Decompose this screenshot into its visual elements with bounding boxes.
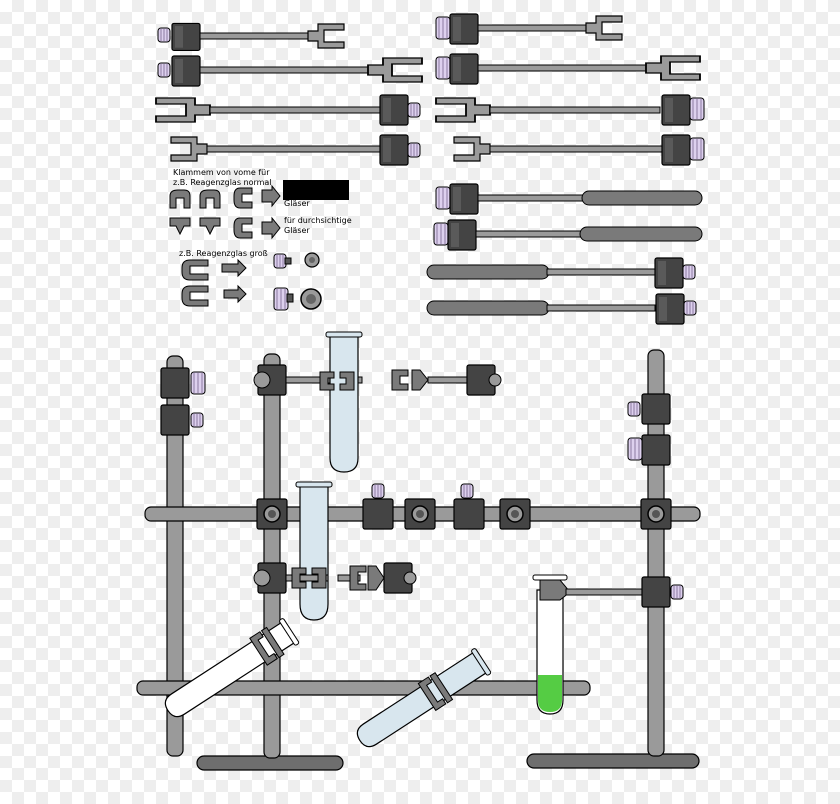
rod-clamp-2	[433, 219, 703, 251]
thumbscrew-large	[273, 287, 294, 311]
fork-clamp-small-2	[435, 13, 623, 45]
test-tube-upper	[325, 331, 363, 473]
stand-base-right	[526, 753, 700, 769]
fork-clamp-left-3	[435, 94, 705, 126]
rod-clamp-3	[426, 257, 696, 289]
rod-clamp-4	[426, 293, 697, 325]
tube-clamp-detached-1	[391, 364, 502, 396]
test-tube-tilted-white	[164, 618, 300, 718]
tube-clamp-detached-2	[337, 562, 417, 594]
rod-right-clamps	[627, 393, 671, 466]
large-tube-title: z.B. Reagenzglas groß	[179, 249, 268, 258]
thumbscrew-small	[273, 253, 292, 269]
test-tube-green	[532, 574, 568, 715]
fork-clamp-small-1	[157, 22, 345, 52]
tube-clamp-upper-jaws	[319, 371, 355, 391]
ring-nut-large	[300, 288, 322, 310]
fork-clamp-left-1	[155, 94, 421, 126]
fork-clamp-left-2	[170, 134, 421, 166]
front-clamps-title-line1: Klammem von vome für	[173, 168, 270, 177]
transparent-glass-label-line2: Gläser	[284, 226, 310, 235]
opaque-glass-label-line1: ...ige	[328, 188, 348, 197]
tube-clamp-right	[539, 576, 684, 608]
fork-clamp-left-4	[453, 134, 705, 166]
boss-head-far	[499, 498, 531, 530]
boss-head-right	[640, 498, 672, 530]
rod-left-clamps	[160, 367, 206, 436]
crossbar-clamps	[362, 483, 485, 530]
ring-nut-small	[304, 252, 320, 268]
front-clamps-title-line2: z.B. Reagenzglas normal	[173, 178, 272, 187]
redaction-box	[283, 180, 349, 200]
test-tube-middle	[295, 481, 333, 621]
crossbar-lower	[136, 680, 591, 696]
tube-clamp-lower	[253, 562, 329, 594]
boss-head-center	[404, 498, 436, 530]
opaque-glass-label-line2: Gläser	[284, 199, 310, 208]
jaw-pieces-normal	[169, 184, 281, 240]
rod-clamp-1	[435, 183, 703, 215]
jaw-pieces-large	[181, 258, 247, 307]
transparent-glass-label-line1: für durchsichtige	[284, 216, 352, 225]
test-tube-tilted-blue	[356, 648, 492, 748]
boss-head-left	[256, 498, 288, 530]
stand-rod-left	[166, 355, 184, 757]
fork-clamp-long-1	[157, 55, 423, 87]
fork-clamp-long-2	[435, 53, 701, 85]
stand-rod-middle	[263, 353, 281, 759]
